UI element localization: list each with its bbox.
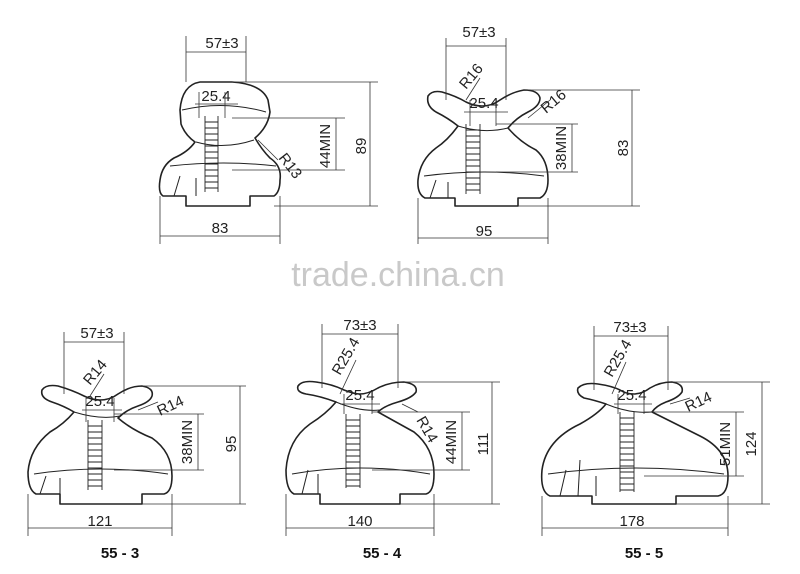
insulator-3-hole: 25.4	[85, 393, 114, 410]
insulator-1-neck-line	[195, 139, 255, 146]
insulator-1-top-width: 57±3	[205, 35, 238, 52]
insulator-4-inner-skirt	[301, 469, 319, 495]
insulator-5-skirt-line	[547, 467, 725, 475]
insulator-1-head-line	[181, 105, 267, 113]
insulator-3-model: 55 - 3	[101, 545, 139, 562]
insulator-2-skirt-line	[423, 171, 545, 177]
insulator-2: 57±3 R16 25.4 R16 38MIN 83 95	[417, 24, 640, 244]
insulator-2-height: 83	[615, 140, 632, 157]
insulator-4: 73±3 R25.4 25.4 R14 44MIN 111 140 55 - 4	[285, 317, 500, 562]
insulator-3-top-width: 57±3	[80, 325, 113, 342]
insulator-4-model: 55 - 4	[363, 545, 402, 562]
insulator-1-height: 89	[353, 138, 370, 155]
insulator-5-thread	[619, 412, 635, 492]
insulator-3: 57±3 R14 25.4 R14 38MIN 95 121 55 - 3	[27, 325, 246, 562]
insulator-3-outline	[27, 384, 173, 505]
insulator-3-neck-line	[73, 411, 121, 418]
insulator-5-thread-min: 51MIN	[717, 422, 734, 466]
insulator-3-thread-min: 38MIN	[179, 420, 196, 464]
insulator-3-thread	[87, 420, 103, 490]
insulator-3-dimensions	[27, 332, 246, 536]
insulator-5-base: 178	[619, 513, 644, 530]
insulator-1-inner-skirt	[173, 175, 197, 197]
insulator-2-inner-skirt	[429, 179, 449, 199]
insulator-4-height: 111	[475, 433, 492, 456]
insulator-5-outline	[540, 381, 729, 505]
insulator-5-top-width: 73±3	[613, 319, 646, 336]
insulator-1: 57±3 25.4 R13 44MIN 89 83	[158, 35, 378, 244]
insulator-5: 73±3 R25.4 25.4 R14 51MIN 124 178 55 - 5	[540, 319, 770, 562]
insulator-1-hole: 25.4	[201, 88, 230, 105]
insulator-2-thread	[465, 124, 481, 194]
insulator-2-radius-top: R16	[456, 61, 487, 93]
insulator-3-skirt-line	[33, 468, 169, 475]
insulator-2-neck-line	[457, 125, 509, 132]
insulator-5-radius-top: R25.4	[601, 337, 636, 380]
insulator-4-thread	[345, 414, 361, 488]
insulator-5-height: 124	[743, 431, 760, 456]
insulator-4-radius-top: R25.4	[329, 335, 364, 378]
insulator-1-dimensions	[159, 36, 378, 244]
insulator-4-dimensions	[285, 324, 500, 536]
insulator-4-hole: 25.4	[345, 387, 374, 404]
insulator-5-dimensions	[541, 326, 770, 536]
insulator-4-base: 140	[347, 513, 372, 530]
insulator-5-inner-skirt	[559, 459, 597, 497]
insulator-4-neck-line	[335, 401, 381, 411]
insulator-3-base: 121	[87, 513, 112, 530]
watermark: trade.china.cn	[291, 256, 505, 294]
insulator-2-hole: 25.4	[469, 95, 498, 112]
insulator-2-outline	[417, 89, 549, 207]
insulator-5-model: 55 - 5	[625, 545, 663, 562]
insulator-1-skirt-line	[169, 162, 277, 167]
insulator-1-thread-min: 44MIN	[317, 124, 334, 168]
insulator-2-thread-min: 38MIN	[553, 126, 570, 170]
insulator-4-top-width: 73±3	[343, 317, 376, 334]
insulator-5-radius-side: R14	[683, 389, 715, 416]
insulator-3-radius-top: R14	[80, 357, 111, 389]
insulator-2-base: 95	[476, 223, 493, 240]
insulator-3-inner-skirt	[39, 475, 61, 495]
insulator-2-radius-side: R16	[538, 86, 570, 117]
insulator-5-hole: 25.4	[617, 387, 646, 404]
insulator-1-base: 83	[212, 220, 229, 237]
insulator-4-thread-min: 44MIN	[443, 420, 460, 464]
insulator-1-thread	[204, 116, 219, 192]
insulator-2-top-width: 57±3	[462, 24, 495, 41]
insulator-3-radius-side: R14	[155, 393, 187, 420]
insulator-2-dimensions	[417, 38, 640, 244]
insulator-3-height: 95	[223, 436, 240, 453]
